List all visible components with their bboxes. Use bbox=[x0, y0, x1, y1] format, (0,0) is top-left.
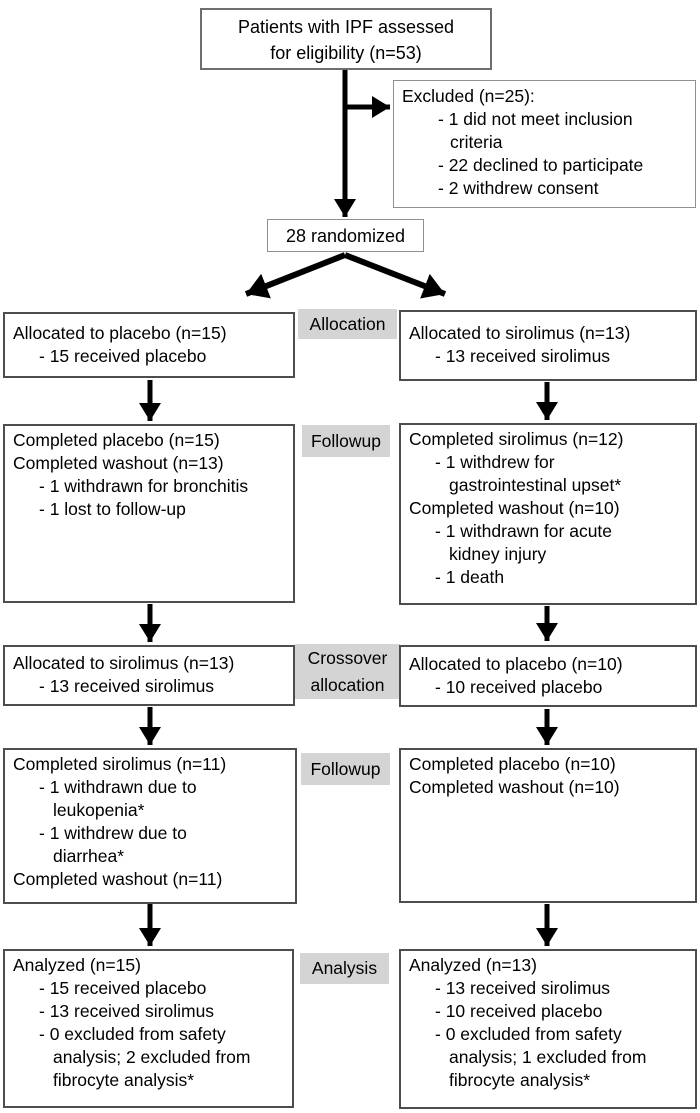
stage-label-text: Analysis bbox=[311, 958, 378, 978]
stage-label-crossover-allocation: Crossover allocation bbox=[295, 644, 400, 699]
box-eligibility: Patients with IPF assessed for eligibili… bbox=[200, 8, 492, 70]
box-crossover-sirolimus: Allocated to sirolimus (n=13) - 13 recei… bbox=[3, 645, 295, 706]
box-text-line: Allocated to placebo (n=15) bbox=[13, 323, 227, 343]
box-text-line: - 1 lost to follow-up bbox=[39, 499, 186, 519]
box-text-line: criteria bbox=[450, 132, 503, 152]
box-text-line: - 0 excluded from safety bbox=[39, 1024, 226, 1044]
box-text-line: Allocated to sirolimus (n=13) bbox=[13, 653, 235, 673]
stage-label-allocation: Allocation bbox=[298, 309, 397, 339]
box-randomized: 28 randomized bbox=[267, 219, 424, 252]
box-analyzed-sirolimus-arm: Analyzed (n=13) - 13 received sirolimus … bbox=[399, 949, 697, 1109]
stage-label-text: Allocation bbox=[309, 314, 386, 334]
stage-label-text: Followup bbox=[310, 759, 381, 779]
box-allocated-sirolimus: Allocated to sirolimus (n=13) - 13 recei… bbox=[399, 310, 697, 381]
arrow-randomized-to-sirolimus bbox=[343, 252, 447, 299]
stage-label-text: allocation bbox=[310, 675, 385, 695]
box-text-line: diarrhea* bbox=[53, 846, 125, 866]
arrow-randomized-to-placebo bbox=[244, 252, 347, 299]
box-text-line: Completed sirolimus (n=12) bbox=[409, 429, 624, 449]
box-followup-sirolimus: Completed sirolimus (n=12) - 1 withdrew … bbox=[399, 423, 697, 605]
box-followup-placebo: Completed placebo (n=15) Completed washo… bbox=[3, 424, 295, 603]
stage-label-followup-1: Followup bbox=[302, 425, 390, 457]
box-crossover-placebo: Allocated to placebo (n=10) - 10 receive… bbox=[399, 645, 697, 707]
box-text-line: Patients with IPF assessed bbox=[237, 17, 455, 37]
box-text-line: - 10 received placebo bbox=[435, 677, 603, 697]
box-text-line: - 15 received placebo bbox=[39, 978, 207, 998]
stage-label-text: Followup bbox=[310, 431, 382, 451]
box-allocated-placebo: Allocated to placebo (n=15) - 15 receive… bbox=[3, 312, 295, 378]
box-text-line: Completed sirolimus (n=11) bbox=[13, 754, 227, 774]
box-text-line: - 13 received sirolimus bbox=[39, 676, 215, 696]
stage-label-text: Crossover bbox=[307, 648, 388, 668]
box-followup2-placebo: Completed placebo (n=10) Completed washo… bbox=[399, 748, 697, 903]
box-text-line: - 10 received placebo bbox=[435, 1001, 603, 1021]
box-text-line: Analyzed (n=15) bbox=[13, 955, 141, 975]
box-text-line: - 0 excluded from safety bbox=[435, 1024, 622, 1044]
stage-label-analysis: Analysis bbox=[300, 953, 389, 984]
box-text-line: Completed washout (n=10) bbox=[409, 498, 620, 518]
box-text-line: Completed washout (n=11) bbox=[13, 869, 223, 889]
box-text-line: Completed washout (n=10) bbox=[409, 777, 620, 797]
box-text-line: - 1 withdrawn due to bbox=[39, 777, 197, 797]
box-text-line: - 13 received sirolimus bbox=[39, 1001, 215, 1021]
box-text-line: Completed placebo (n=15) bbox=[13, 430, 220, 450]
box-text-line: - 1 withdrew for bbox=[435, 452, 555, 472]
box-followup2-sirolimus: Completed sirolimus (n=11) - 1 withdrawn… bbox=[3, 748, 297, 904]
box-text-line: kidney injury bbox=[449, 544, 547, 564]
box-text-line: gastrointestinal upset* bbox=[449, 475, 622, 495]
box-text-line: Analyzed (n=13) bbox=[409, 955, 537, 975]
box-text-line: - 22 declined to participate bbox=[438, 155, 644, 175]
box-excluded: Excluded (n=25): - 1 did not meet inclus… bbox=[393, 80, 696, 208]
box-text-line: - 13 received sirolimus bbox=[435, 346, 611, 366]
box-text-line: leukopenia* bbox=[53, 800, 145, 820]
box-text-line: fibrocyte analysis* bbox=[449, 1070, 591, 1090]
box-text-line: - 1 did not meet inclusion bbox=[438, 109, 633, 129]
box-text-line: - 13 received sirolimus bbox=[435, 978, 611, 998]
box-text-line: analysis; 1 excluded from bbox=[449, 1047, 647, 1067]
box-text-line: Excluded (n=25): bbox=[402, 86, 535, 106]
box-text-line: fibrocyte analysis* bbox=[53, 1070, 195, 1090]
box-text-line: - 1 death bbox=[435, 567, 505, 587]
box-text-line: Completed washout (n=13) bbox=[13, 453, 224, 473]
box-text-line: - 2 withdrew consent bbox=[438, 178, 599, 198]
box-text-line: Completed placebo (n=10) bbox=[409, 754, 616, 774]
box-text-line: Allocated to sirolimus (n=13) bbox=[409, 323, 631, 343]
box-text-line: 28 randomized bbox=[285, 226, 406, 246]
stage-label-followup-2: Followup bbox=[301, 753, 390, 785]
box-analyzed-placebo-arm: Analyzed (n=15) - 15 received placebo - … bbox=[3, 949, 294, 1108]
box-text-line: - 1 withdrawn for bronchitis bbox=[39, 476, 249, 496]
box-text-line: - 1 withdrawn for acute bbox=[435, 521, 613, 541]
box-text-line: - 1 withdrew due to bbox=[39, 823, 187, 843]
box-text-line: Allocated to placebo (n=10) bbox=[409, 654, 623, 674]
box-text-line: - 15 received placebo bbox=[39, 346, 207, 366]
box-text-line: analysis; 2 excluded from bbox=[53, 1047, 251, 1067]
box-text-line: for eligibility (n=53) bbox=[270, 43, 422, 63]
